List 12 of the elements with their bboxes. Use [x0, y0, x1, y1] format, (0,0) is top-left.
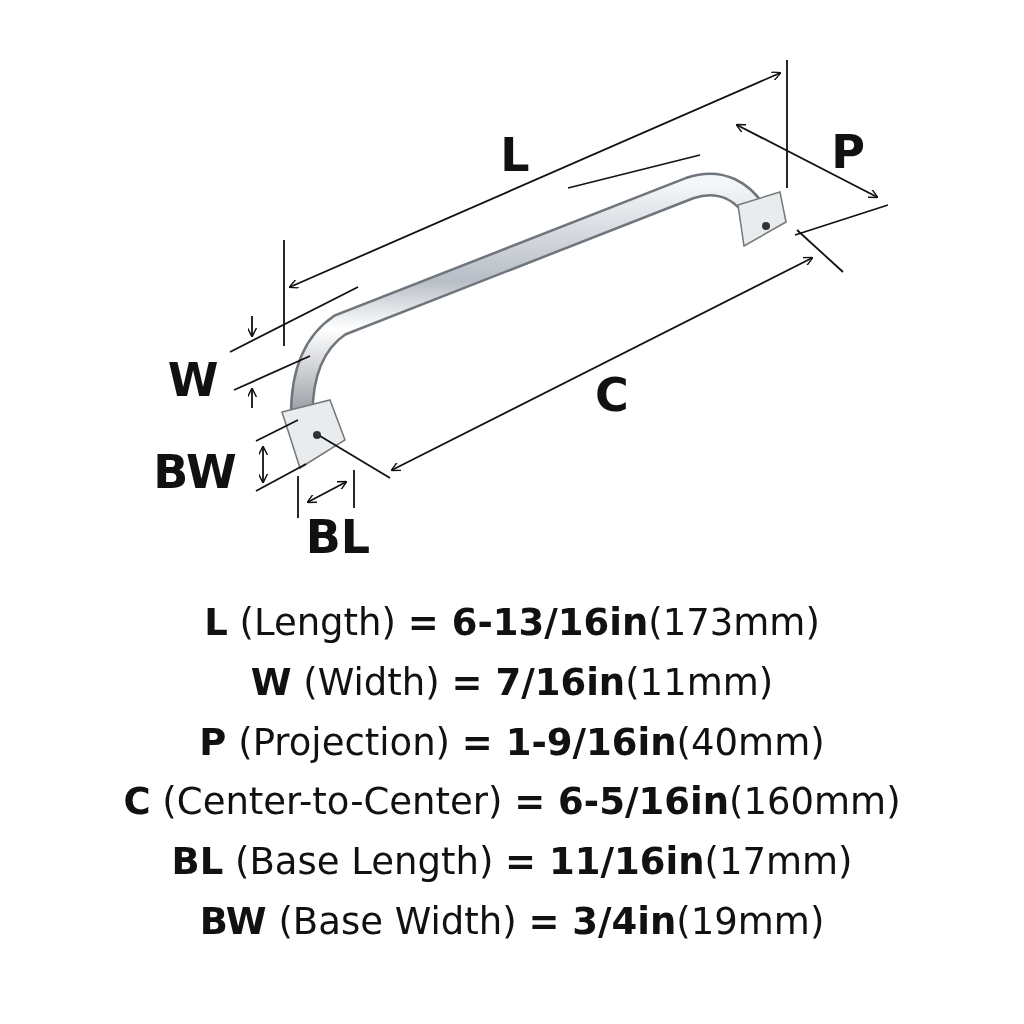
- dimension-label: W: [167, 357, 219, 403]
- specification-line: P (Projection) = 1-9/16in(40mm): [198, 722, 826, 763]
- dimension-label: C: [595, 372, 629, 418]
- dimension-label: L: [500, 132, 530, 178]
- specification-line: W (Width) = 7/16in(11mm): [249, 662, 775, 704]
- specification-line: L (Length) = 6-13/16in(173mm): [203, 602, 821, 644]
- specification-line: BW (Base Width) = 3/4in(19mm): [198, 901, 826, 943]
- specification-line: BL (Base Length) = 11/16in(17mm): [170, 841, 854, 883]
- specification-line: C (Center-to-Center) = 6-5/16in(160mm): [122, 782, 902, 823]
- dimension-label: BW: [153, 449, 237, 495]
- dimension-label: P: [831, 129, 865, 175]
- dimension-label: BL: [305, 514, 371, 560]
